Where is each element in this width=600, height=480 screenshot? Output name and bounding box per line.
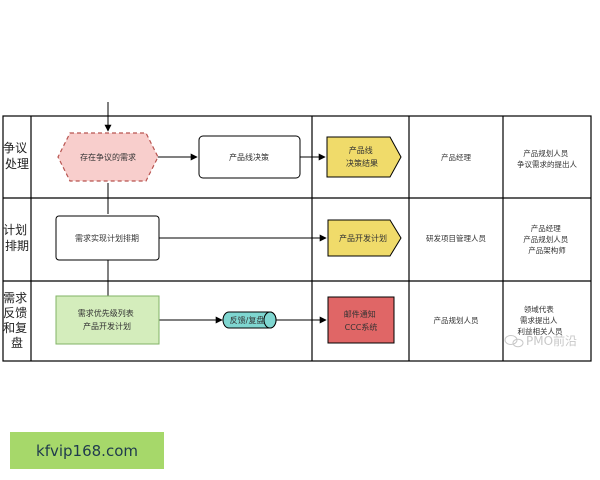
owner-role-dispute: 产品经理 — [441, 152, 471, 162]
owner-role-scheduling: 研发项目管理人员 — [426, 233, 486, 243]
site-badge: kfvip168.com — [10, 432, 164, 469]
chat-bubble-icon — [504, 335, 524, 348]
participant-roles-dispute: 产品规划人员 争议需求的提出人 — [517, 148, 577, 169]
schedule-planning-label: 需求实现计划排期 — [75, 233, 139, 243]
mail-notice-label: 邮件通知 CCC系统 — [344, 309, 379, 332]
participant-roles-scheduling: 产品经理 产品规划人员 产品架构师 — [523, 223, 570, 255]
dev-plan-node — [327, 219, 402, 257]
disputed-demand-label: 存在争议的需求 — [80, 152, 136, 162]
table-border — [2, 115, 592, 362]
stage-label-feedback: 需求 反馈 和复 盘 — [3, 291, 31, 350]
participant-roles-feedback: 领域代表 需求提出人 利益相关人员 — [518, 304, 563, 336]
watermark-text: PMO前沿 — [526, 333, 577, 348]
priority-list-label: 需求优先级列表 产品开发计划 — [78, 308, 137, 331]
priority-list-node — [55, 295, 160, 345]
decision-result-node — [326, 136, 402, 178]
feedback-label: 反馈/复盘 — [230, 315, 265, 325]
mail-notice-node — [327, 296, 395, 344]
stage-label-dispute: 争议 处理 — [3, 141, 31, 171]
connectors — [104, 102, 327, 324]
feedback-cylinder-node — [222, 311, 277, 329]
site-badge-text: kfvip168.com — [36, 441, 138, 460]
dev-plan-label: 产品开发计划 — [339, 233, 387, 243]
watermark: PMO前沿 — [504, 333, 577, 348]
product-line-decision-node — [198, 135, 301, 179]
product-line-decision-label: 产品线决策 — [229, 152, 269, 162]
owner-role-feedback: 产品规划人员 — [434, 315, 479, 325]
stage-label-scheduling: 计划 排期 — [3, 223, 31, 253]
decision-result-label: 产品线 决策结果 — [346, 145, 378, 168]
schedule-planning-node — [55, 215, 160, 261]
disputed-demand-node — [57, 132, 159, 182]
